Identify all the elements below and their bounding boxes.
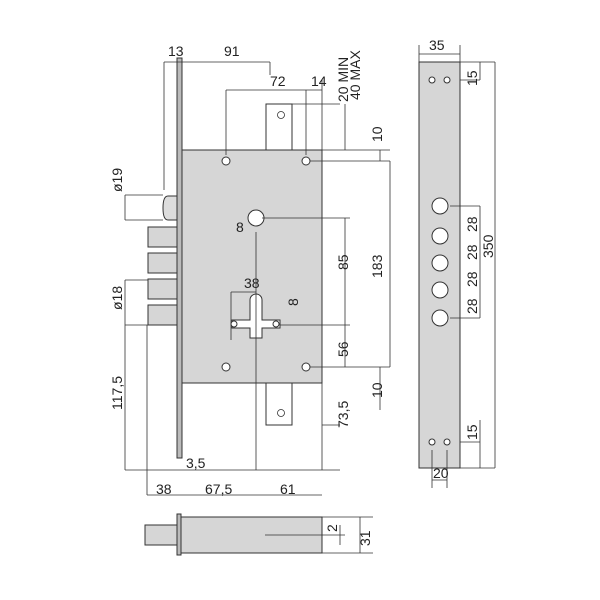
faceplate [176,57,183,459]
dim-10-bottom: 10 [369,382,385,398]
latch-bolt [162,195,178,221]
lock-case [180,149,323,384]
dim-spindle: 8 [236,219,244,235]
dim-38-cyl: 38 [244,275,260,291]
dim-28-4: 28 [464,298,480,314]
dim-31: 31 [357,530,373,546]
dim-15-bottom: 15 [464,424,480,440]
side-view [418,45,496,488]
dim-latch-diameter: ø19 [109,168,125,192]
front-view [124,57,391,496]
dim-72: 72 [270,73,286,89]
dead-bolts [147,226,178,326]
dim-117-5: 117,5 [109,376,125,410]
dim-28-2: 28 [464,244,480,260]
dim-3-5: 3,5 [186,455,206,471]
mounting-holes [221,156,311,372]
bottom-strike-tab [265,382,293,426]
dim-14: 14 [311,73,327,89]
dim-91: 91 [224,43,240,59]
dim-2: 2 [324,524,340,532]
dim-15-top: 15 [464,70,480,86]
dim-8-cyl: 8 [285,298,301,306]
dim-20min: 20 MIN [335,57,351,102]
dim-56: 56 [335,341,351,357]
spindle-hole [247,209,265,227]
dim-183: 183 [369,254,385,278]
dim-67-5: 67,5 [205,481,232,497]
dim-20: 20 [433,465,449,481]
bottom-view [144,513,373,556]
dim-85: 85 [335,254,351,270]
dim-10-top: 10 [369,126,385,142]
dim-bolt-diameter: ø18 [109,286,125,310]
top-strike-tab [265,103,293,151]
dim-40max: 40 MAX [347,50,363,100]
dim-28-3: 28 [464,271,480,287]
dim-73-5: 73,5 [335,401,351,428]
dim-38: 38 [156,481,172,497]
dim-61: 61 [280,481,296,497]
dim-350: 350 [480,234,496,258]
dim-13: 13 [168,43,184,59]
dim-28-1: 28 [464,216,480,232]
dim-35: 35 [429,37,445,53]
